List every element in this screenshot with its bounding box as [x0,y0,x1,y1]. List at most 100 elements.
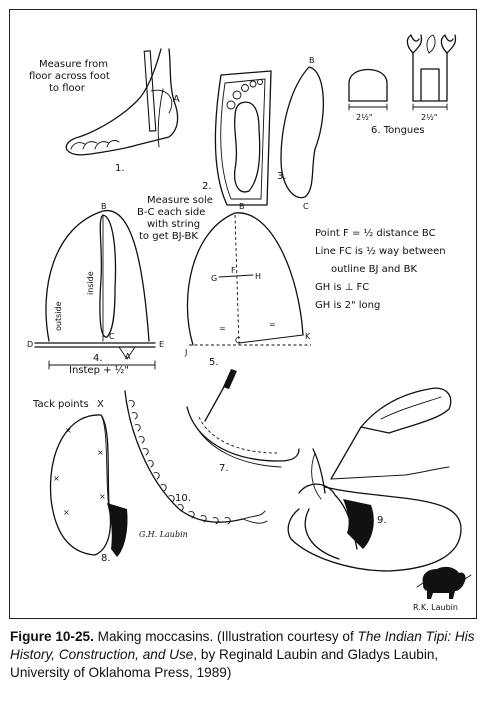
svg-text:C: C [235,336,241,345]
rk-laubin-signature: R.K. Laubin [413,603,458,612]
figure-6-tongues: 2½" 2½" 6. Tongues [348,34,457,136]
svg-text:Measure from: Measure from [39,59,108,70]
figure-1-point-a: A [173,94,180,105]
svg-text:2.: 2. [202,181,212,192]
svg-text:H: H [255,272,261,281]
svg-text:X: X [97,399,104,410]
svg-text:3.: 3. [277,171,287,182]
measure-floor-line-2: floor across foot [29,71,110,82]
figure-9-number: 9. [377,515,387,526]
figure-5-equals-left: = [219,324,226,333]
figure-5-point-j: J [184,348,187,357]
svg-text:4.: 4. [93,353,103,364]
svg-text:G.H. Laubin: G.H. Laubin [139,530,188,539]
figure-5-point-f: F [231,266,236,275]
figure-3-number: 3. [277,171,287,182]
figure-2-number: 2. [202,181,212,192]
figure-caption: Figure 10-25. Making moccasins. (Illustr… [10,628,480,682]
figure-4-point-d: D [27,340,33,349]
figure-5-construction: B F G H C J K = = 5. [184,202,311,368]
svg-text:with string: with string [147,219,200,230]
note-line-3: outline BJ and BK [331,264,417,275]
svg-text:outside: outside [54,301,63,331]
artist-signature: G.H. Laubin [139,530,188,539]
svg-text:Measure sole: Measure sole [147,195,213,206]
figure-4-pattern: Measure sole B-C each side with string t… [27,195,213,376]
figure-1-foot: Measure from floor across foot to floor … [29,48,180,174]
figure-5-point-k: K [305,332,311,341]
svg-text:×: × [99,492,106,501]
svg-text:to floor: to floor [49,83,86,94]
moccasin-illustration: Measure from floor across foot to floor … [27,34,472,612]
figure-1-number: 1. [115,163,125,174]
figure-8-tack-points: Tack points X × × × × × 8. [32,399,128,564]
svg-text:×: × [65,426,72,435]
svg-text:B: B [239,202,245,211]
figure-7-awl-seam: 7. [186,369,300,474]
figure-4-point-e: E [159,340,164,349]
figure-7-number: 7. [219,463,229,474]
svg-text:to get BJ-BK: to get BJ-BK [139,231,198,242]
figure-10-stitching: 10. G.H. Laubin [124,390,268,539]
construction-notes: Point F = ½ distance BC Line FC is ½ way… [315,227,446,311]
svg-text:inside: inside [86,271,95,295]
tack-x-marker: X [97,399,104,410]
note-line-4: GH is ⊥ FC [315,282,369,293]
svg-text:D: D [27,340,33,349]
book-title: The Indian Tipi: His History, Constructi… [10,629,475,662]
svg-text:R.K. Laubin: R.K. Laubin [413,603,458,612]
figure-5-point-g: G [211,274,217,283]
figure-10-number: 10. [175,493,191,504]
note-line-5: GH is 2" long [315,300,380,311]
figure-4-number: 4. [93,353,103,364]
svg-text:GH is ⊥ FC: GH is ⊥ FC [315,282,369,293]
svg-text:C: C [303,202,309,211]
figure-4-inside-label: inside [86,271,95,295]
figure-3-point-c: C [303,202,309,211]
svg-text:=: = [269,320,276,329]
svg-text:7.: 7. [219,463,229,474]
tongue-1-dimension: 2½" [356,113,373,122]
figure-3-sole-outline: B C 3. [277,56,324,211]
measure-sole-line-1: Measure sole [147,195,213,206]
buffalo-icon [416,566,472,599]
figure-5-point-c: C [235,336,241,345]
measure-floor-line-1: Measure from [39,59,108,70]
figure-4-outside-label: outside [54,301,63,331]
measure-sole-line-3: with string [147,219,200,230]
svg-text:1.: 1. [115,163,125,174]
figure-8-number: 8. [101,553,111,564]
svg-text:B: B [309,56,315,65]
svg-text:=: = [219,324,226,333]
svg-text:B-C each side: B-C each side [137,207,205,218]
svg-text:F: F [231,266,236,275]
figure-5-equals-right: = [269,320,276,329]
figure-9-sewing: 9. [287,387,462,572]
figure-4-point-b: B [101,202,107,211]
measure-sole-line-4: to get BJ-BK [139,231,198,242]
tongue-2-dimension: 2½" [421,113,438,122]
svg-text:outline BJ and BK: outline BJ and BK [331,264,417,275]
svg-text:Point F = ½ distance BC: Point F = ½ distance BC [315,227,436,239]
instep-label: Instep + ½" [69,364,129,376]
svg-text:B: B [101,202,107,211]
svg-text:Tack points: Tack points [32,399,89,410]
figure-4-point-c: C [109,332,115,341]
caption-text-b: , by Reginald Laubin and Gladys Laubin, … [10,647,439,680]
figure-5-number: 5. [209,357,219,368]
svg-text:Instep + ½": Instep + ½" [69,364,129,376]
svg-text:×: × [53,474,60,483]
measure-sole-line-2: B-C each side [137,207,205,218]
illustration-frame [9,9,477,619]
svg-text:8.: 8. [101,553,111,564]
svg-text:5.: 5. [209,357,219,368]
svg-text:×: × [97,448,104,457]
svg-text:6. Tongues: 6. Tongues [371,125,425,136]
caption-text-a: Making moccasins. (Illustration courtesy… [93,629,358,644]
note-line-1: Point F = ½ distance BC [315,227,436,239]
svg-text:×: × [63,508,70,517]
svg-text:9.: 9. [377,515,387,526]
svg-text:J: J [184,348,187,357]
svg-text:A: A [173,94,180,105]
figure-4-point-a: A [125,352,131,361]
